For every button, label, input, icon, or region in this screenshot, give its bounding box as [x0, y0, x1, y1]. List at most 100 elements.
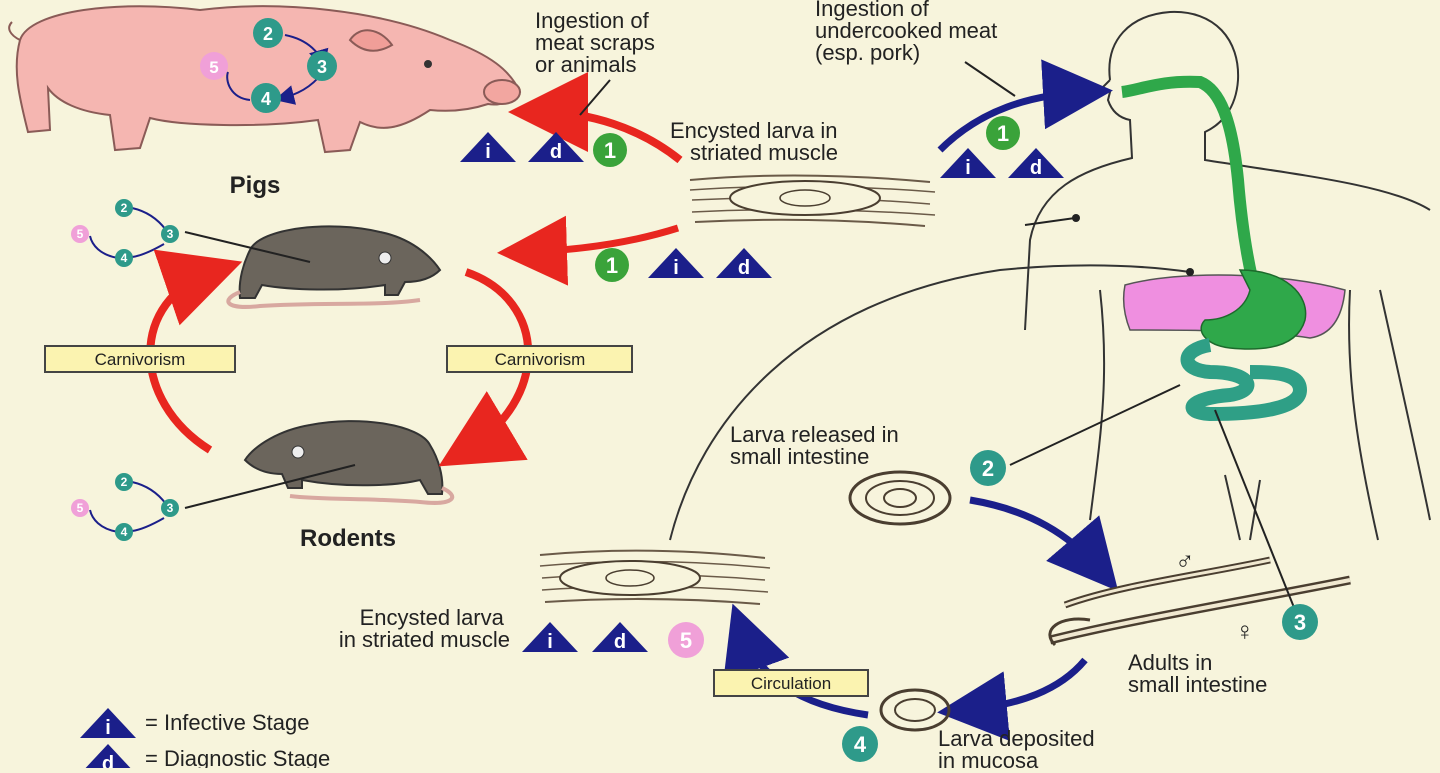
legend-infective-letter: i: [105, 717, 111, 739]
rat-bottom-stage3-num: 3: [167, 501, 174, 515]
rat-bottom-illustration: [184, 420, 455, 509]
rat-bottom-stage3: [161, 499, 179, 517]
coiled-larva-released: [848, 470, 952, 526]
pig-internal-cycle: 2 3 4 5: [200, 18, 337, 113]
carnivorism-left-box: Carnivorism: [44, 345, 236, 373]
diagnostic-letter: d: [550, 141, 562, 163]
stage2-num: 2: [982, 456, 994, 481]
pointer-adults: [1214, 409, 1296, 611]
infective-triangle-b: [648, 248, 704, 278]
infective-triangle: [460, 132, 516, 162]
rat-bottom-stage5-num: 5: [77, 501, 84, 515]
human-diagnostic-triangle: [1008, 148, 1064, 178]
ingestion-scraps-text: Ingestion of meat scraps or animals: [535, 8, 661, 77]
rat-bottom-stage4: [115, 523, 133, 541]
larva-deposited-text: Larva deposited in mucosa: [938, 726, 1101, 768]
diagnostic-triangle-b: [716, 248, 772, 278]
legend-diagnostic-letter: d: [102, 753, 114, 768]
bottom-infective-letter: i: [547, 631, 553, 653]
stage3-num: 3: [1294, 610, 1306, 635]
stage4-circle: [842, 726, 878, 762]
rat-top-illustration: [184, 225, 442, 309]
rat-top-stage5: [71, 225, 89, 243]
pointer-meat: [964, 61, 1016, 97]
ingestion-meat-text: Ingestion of undercooked meat (esp. pork…: [815, 0, 1003, 65]
rat-top-stage2: [115, 199, 133, 217]
stage1-circle: [593, 133, 627, 167]
legend: i = Infective Stage d = Diagnostic Stage: [80, 708, 330, 773]
carnivorism-right-text: Carnivorism: [495, 350, 586, 369]
carnivorism-right-box: Carnivorism: [446, 345, 633, 373]
stage2-circle: [970, 450, 1006, 486]
pig-stage5-circle: [200, 52, 228, 80]
pig-stage3-circle: [307, 51, 337, 81]
human-infective-letter: i: [965, 157, 971, 179]
rodents-label: Rodents: [300, 525, 396, 552]
arrow-ingestion-human: [937, 59, 1113, 153]
male-symbol: ♂: [1175, 546, 1195, 576]
pointer-scraps: [579, 79, 611, 116]
legend-diagnostic-triangle: [80, 744, 136, 773]
adult-worms: [1048, 556, 1351, 647]
bottom-diagnostic-triangle: [592, 622, 648, 652]
stage1-num: 1: [604, 138, 616, 163]
diagnostic-letter-b: d: [738, 257, 750, 279]
stomach: [1200, 269, 1307, 350]
rat-bottom-stage2-num: 2: [121, 475, 128, 489]
bottom-diagnostic-letter: d: [614, 631, 626, 653]
infective-letter: i: [485, 141, 491, 163]
pig-stage2-num: 2: [263, 24, 273, 44]
circulation-text: Circulation: [751, 674, 831, 693]
rat-top-stage4: [115, 249, 133, 267]
pointer-encysted-muscle: [669, 264, 1191, 541]
pig-stage3-num: 3: [317, 57, 327, 77]
stage5-num: 5: [680, 628, 692, 653]
arrow-released-to-adults: [969, 496, 1119, 592]
rat-bottom-cycle: 2 3 4 5: [71, 473, 179, 541]
arrow-muscle-to-rodent: [497, 215, 680, 286]
rat-top-stage3-num: 3: [167, 227, 174, 241]
coiled-larva-deposited: [879, 688, 951, 732]
human-stage1-circle: [986, 116, 1020, 150]
human-infective-triangle: [940, 148, 996, 178]
pig-stage5-num: 5: [209, 58, 218, 77]
muscle-tissue-bottom: [539, 549, 771, 605]
stage3-circle: [1282, 604, 1318, 640]
legend-diagnostic-text: = Diagnostic Stage: [145, 746, 330, 768]
rat-bottom-stage2: [115, 473, 133, 491]
legend-infective-text: = Infective Stage: [145, 710, 310, 735]
muscle-tissue-top: [689, 174, 936, 227]
rat-top-stage4-num: 4: [121, 251, 128, 265]
rat-top-stage3: [161, 225, 179, 243]
pig-stage2-circle: [253, 18, 283, 48]
stage5-circle: [668, 622, 704, 658]
carnivorism-left-text: Carnivorism: [95, 350, 186, 369]
arrow-muscle-to-pig: [508, 72, 683, 164]
human-outline: [1024, 10, 1431, 541]
esophagus: [1121, 75, 1258, 280]
human-top-markers: 1 i d: [940, 116, 1064, 179]
rat-top-cycle: 2 3 4 5: [71, 199, 179, 267]
encysted-top-text: Encysted larva in striated muscle: [670, 118, 844, 165]
adults-text: Adults in small intestine: [1128, 650, 1267, 697]
diagnostic-triangle: [528, 132, 584, 162]
small-intestine: [1180, 338, 1308, 422]
mid-markers: 1 i d: [595, 248, 772, 282]
pointer-larva-released: [1009, 384, 1181, 466]
infective-letter-b: i: [673, 257, 679, 279]
pig-illustration: [8, 5, 522, 154]
stage1-num-b: 1: [606, 253, 618, 278]
pig-stage4-num: 4: [261, 89, 271, 109]
pig-stage4-circle: [251, 83, 281, 113]
arrow-adults-to-mucosa: [937, 657, 1088, 742]
human-diagnostic-letter: d: [1030, 157, 1042, 179]
pigs-label: Pigs: [230, 172, 281, 199]
pointer-muscle-human: [1024, 217, 1076, 226]
larva-released-text: Larva released in small intestine: [730, 422, 905, 469]
encysted-bottom-text: Encysted larva in striated muscle: [339, 605, 510, 652]
circulation-box: Circulation: [713, 669, 869, 697]
stage4-num: 4: [854, 732, 867, 757]
rat-bottom-stage4-num: 4: [121, 525, 128, 539]
top-markers: i d 1: [460, 132, 627, 167]
